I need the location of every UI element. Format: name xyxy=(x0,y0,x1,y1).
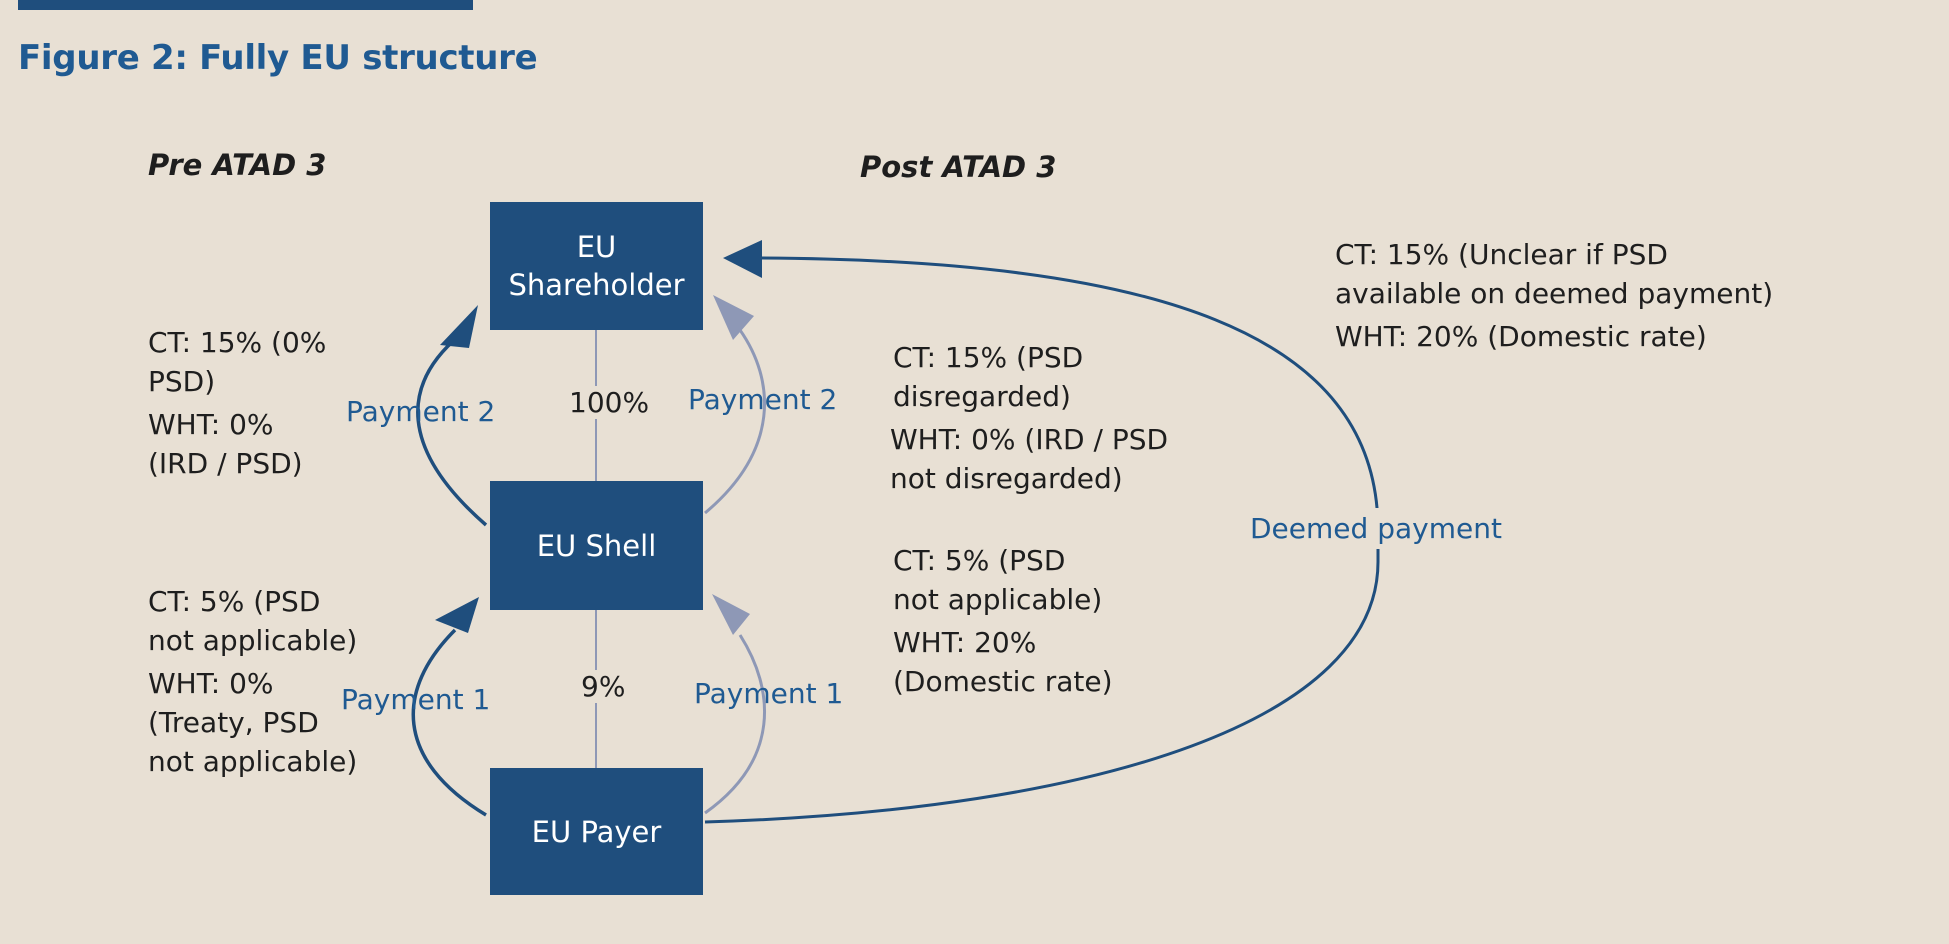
payment-1-left-label: Payment 1 xyxy=(341,683,491,716)
note-line: CT: 15% (Unclear if PSD xyxy=(1335,238,1668,271)
post-atad3-top-note: CT: 15% (PSD disregarded) WHT: 0% (IRD /… xyxy=(890,338,1169,498)
note-line: not disregarded) xyxy=(890,462,1123,495)
note-line: not applicable) xyxy=(148,745,358,778)
deemed-payment-arrow xyxy=(704,256,1380,824)
header-accent-bar xyxy=(18,0,473,10)
note-line: WHT: 0% xyxy=(148,667,274,700)
ownership-100-label: 100% xyxy=(565,386,654,419)
note-line: available on deemed payment) xyxy=(1335,277,1774,310)
note-line: PSD) xyxy=(148,365,216,398)
ownership-9-label: 9% xyxy=(577,670,630,703)
note-line: WHT: 20% (Domestic rate) xyxy=(1335,320,1707,353)
post-atad3-label: Post ATAD 3 xyxy=(860,150,1057,184)
payment-1-right-arrow xyxy=(704,634,767,815)
deemed-payment-note: CT: 15% (Unclear if PSD available on dee… xyxy=(1335,235,1773,356)
note-line: WHT: 0% xyxy=(148,408,274,441)
eu-shareholder-box: EU Shareholder xyxy=(490,202,703,330)
payment-1-left-arrow xyxy=(411,628,487,817)
payment-2-right-arrowhead xyxy=(713,295,754,340)
eu-payer-box: EU Payer xyxy=(490,768,703,895)
eu-shell-label: EU Shell xyxy=(536,528,657,563)
payment-2-left-label: Payment 2 xyxy=(346,395,496,428)
pre-atad3-top-note: CT: 15% (0% PSD) WHT: 0% (IRD / PSD) xyxy=(148,323,326,483)
payment-1-right-arrowhead xyxy=(712,594,750,635)
note-line: CT: 15% (0% xyxy=(148,326,327,359)
post-atad3-bottom-note: CT: 5% (PSD not applicable) WHT: 20% (Do… xyxy=(893,541,1113,701)
payment-1-left-arrowhead xyxy=(435,597,479,633)
payment-2-left-arrowhead xyxy=(440,305,478,348)
figure-title: Figure 2: Fully EU structure xyxy=(18,38,538,78)
payment-2-left-arrow xyxy=(416,333,488,527)
note-line: (IRD / PSD) xyxy=(148,447,303,480)
deemed-payment-arrowhead xyxy=(723,240,762,278)
note-line: not applicable) xyxy=(148,624,358,657)
eu-shareholder-line1: EU xyxy=(576,230,617,264)
eu-shareholder-line2: Shareholder xyxy=(508,268,685,302)
payment-1-right-label: Payment 1 xyxy=(694,677,844,710)
note-line: WHT: 0% (IRD / PSD xyxy=(890,423,1169,456)
note-line: CT: 5% (PSD xyxy=(148,585,321,618)
payment-2-right-label: Payment 2 xyxy=(688,383,838,416)
note-line: not applicable) xyxy=(893,583,1103,616)
note-line: CT: 15% (PSD xyxy=(893,341,1084,374)
note-line: disregarded) xyxy=(893,380,1071,413)
note-line: (Domestic rate) xyxy=(893,665,1113,698)
eu-payer-label: EU Payer xyxy=(531,814,662,849)
note-line: (Treaty, PSD xyxy=(148,706,319,739)
note-line: CT: 5% (PSD xyxy=(893,544,1066,577)
eu-shell-box: EU Shell xyxy=(490,481,703,610)
deemed-payment-label: Deemed payment xyxy=(1248,508,1504,549)
note-line: WHT: 20% xyxy=(893,626,1037,659)
pre-atad3-bottom-note: CT: 5% (PSD not applicable) WHT: 0% (Tre… xyxy=(148,582,357,781)
payment-2-right-arrow xyxy=(704,329,767,515)
pre-atad3-label: Pre ATAD 3 xyxy=(148,148,327,182)
